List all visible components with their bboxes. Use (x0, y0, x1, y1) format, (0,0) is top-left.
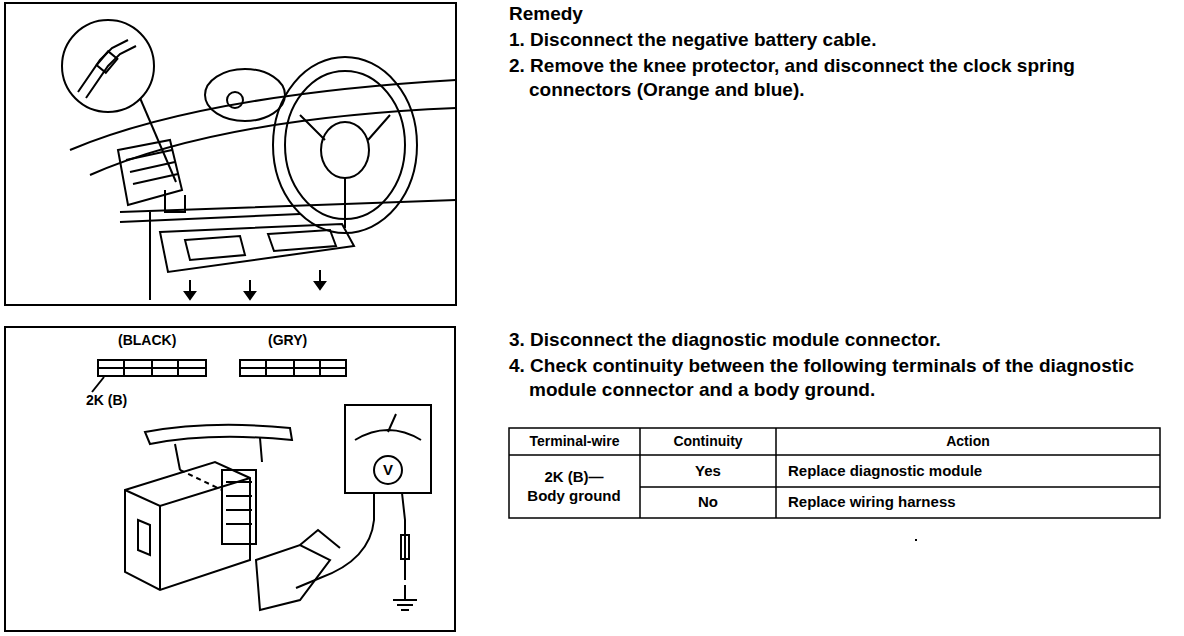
tester-illustration (296, 405, 431, 610)
step-text: 2. Remove the knee protector, and discon… (509, 54, 1169, 102)
step-text: 1. Disconnect the negative battery cable… (509, 28, 1169, 52)
table-header: Terminal-wire (511, 429, 638, 454)
speck (915, 539, 917, 541)
step-text: 3. Disconnect the diagnostic module conn… (509, 328, 1169, 352)
connector-color-label: (GRY) (268, 332, 307, 348)
heading: Remedy (509, 2, 583, 26)
removal-arrows (185, 270, 325, 299)
connector-color-label: (BLACK) (118, 332, 176, 348)
meter-symbol: V (374, 460, 402, 480)
table-cell: No (642, 488, 774, 517)
table-cell: 2K (B)— Body ground (525, 458, 623, 516)
panel-frame (5, 3, 456, 305)
table-header: Action (778, 429, 1158, 454)
table-header: Continuity (642, 429, 774, 454)
terminal-label: 2K (B) (86, 392, 127, 408)
table-cell: Yes (642, 456, 774, 486)
connector-symbols (92, 360, 346, 392)
figure-panel: (BLACK) (GRY) 2K (B) (4, 326, 456, 632)
dashboard-illustration (62, 20, 456, 300)
table-grid (509, 428, 1160, 518)
table-cell: Replace diagnostic module (778, 456, 1158, 486)
step-text: 4. Check continuity between the followin… (509, 354, 1169, 402)
table-cell: Replace wiring harness (778, 488, 1158, 517)
